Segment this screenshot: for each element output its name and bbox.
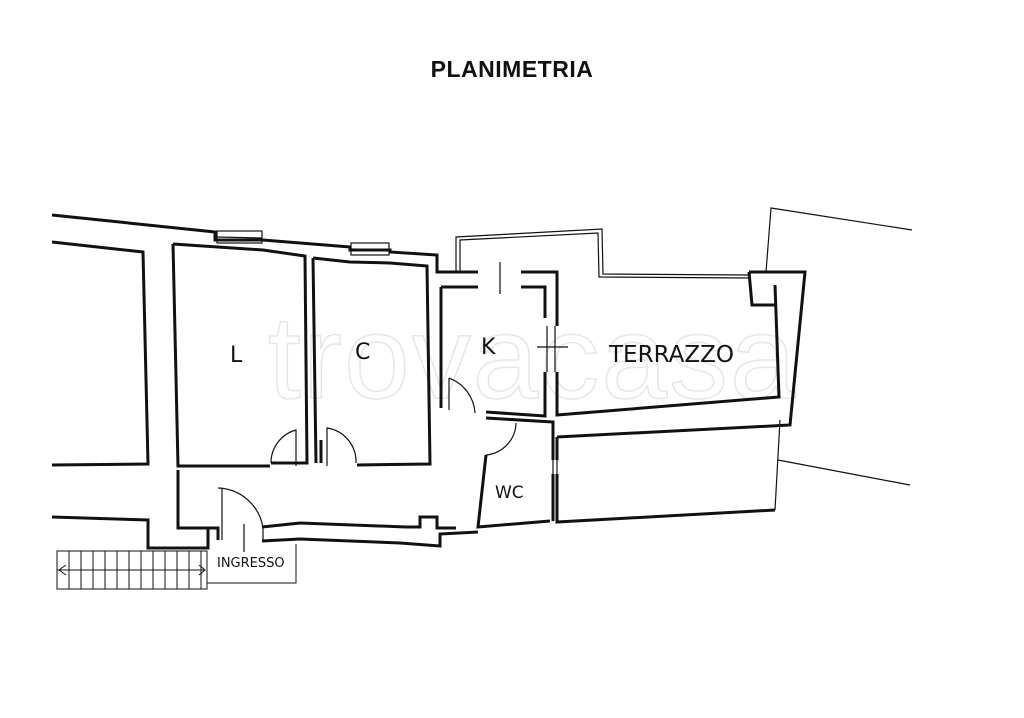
room-label-k: K	[481, 335, 496, 360]
room-label-c: C	[355, 340, 371, 365]
page-title: PLANIMETRIA	[430, 56, 594, 82]
room-label-ingresso: INGRESSO	[217, 556, 285, 571]
doors	[217, 377, 517, 552]
windows	[216, 230, 568, 474]
terrazzo-railing	[455, 207, 913, 511]
walls	[51, 213, 807, 550]
room-label-terrazzo: TERRAZZO	[609, 342, 734, 368]
stairs	[56, 544, 297, 590]
room-label-l: L	[230, 343, 243, 368]
room-label-wc: WC	[495, 483, 524, 503]
